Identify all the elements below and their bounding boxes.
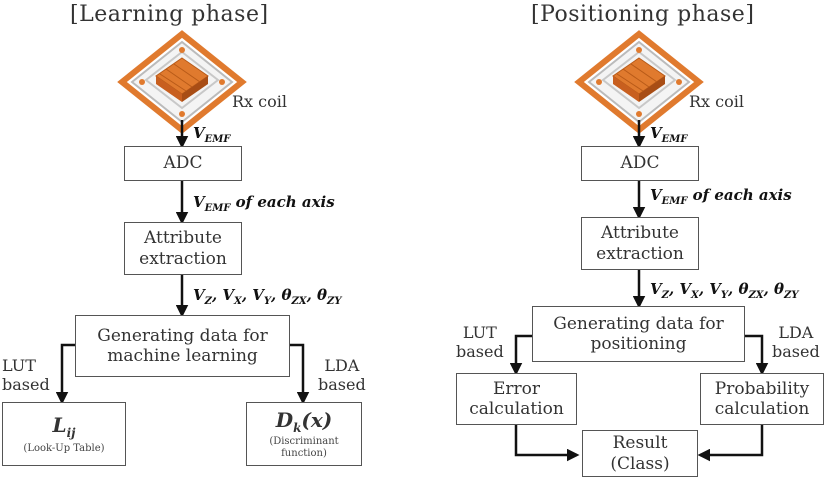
lda-output-box: Dk(x) (Discriminant function) [246,402,362,466]
attribute-extraction-line1: Attribute [144,228,222,249]
adc-box: ADC [124,146,242,181]
probability-calculation-line1: Probability [714,378,810,399]
learning-phase-title: [Learning phase] [70,2,269,27]
result-box: Result (Class) [582,430,698,477]
v-emf-each-axis-label: VEMF of each axis [193,193,335,214]
discriminant-caption: (Discriminant function) [269,436,339,460]
lut-based-label-positioning: LUT based [456,323,504,362]
adc-box-positioning: ADC [581,146,699,181]
parameter-list-label-positioning: VZ, VX, VY, θZX, θZY [650,280,799,301]
attribute-extraction-line2-positioning: extraction [596,243,684,264]
error-calculation-line2: calculation [469,399,564,419]
attribute-extraction-line1-positioning: Attribute [601,223,679,244]
parameter-list-label: VZ, VX, VY, θZX, θZY [193,286,342,307]
attribute-extraction-box-positioning: Attribute extraction [581,217,699,270]
adc-label-positioning: ADC [620,153,660,174]
generating-data-positioning-line2: positioning [590,334,687,354]
positioning-phase-title: [Positioning phase] [531,2,755,27]
result-line2: (Class) [610,453,670,474]
v-emf-label: VEMF [193,124,231,145]
lut-based-label: LUT based [2,356,50,395]
v-emf-label-positioning: VEMF [650,124,688,145]
generating-data-positioning-line1: Generating data for [553,313,724,334]
lut-output-box: Lij (Look-Up Table) [2,402,126,466]
rx-coil-label: Rx coil [232,92,287,111]
rx-coil-icon [122,34,242,130]
rx-coil-icon [579,34,699,130]
attribute-extraction-line2: extraction [139,248,227,269]
result-line1: Result [612,433,668,454]
lda-based-label-positioning: LDA based [772,323,820,362]
dk-symbol: Dk(x) [275,407,333,435]
error-calculation-box: Error calculation [456,373,577,425]
lookup-table-caption: (Look-Up Table) [23,443,105,455]
v-emf-each-axis-label-positioning: VEMF of each axis [650,186,792,207]
rx-coil-label-positioning: Rx coil [689,92,744,111]
adc-label: ADC [163,153,203,174]
probability-calculation-line2: calculation [714,399,810,419]
generating-data-learning-box: Generating data for machine learning [75,315,290,377]
lij-symbol: Lij [52,412,76,440]
probability-calculation-box: Probability calculation [700,373,824,425]
generating-data-positioning-box: Generating data for positioning [532,306,745,362]
error-calculation-line1: Error [492,378,541,399]
lda-based-label: LDA based [318,356,366,395]
attribute-extraction-box: Attribute extraction [124,222,242,275]
generating-data-line2: machine learning [107,346,258,366]
generating-data-line1: Generating data for [97,325,268,346]
